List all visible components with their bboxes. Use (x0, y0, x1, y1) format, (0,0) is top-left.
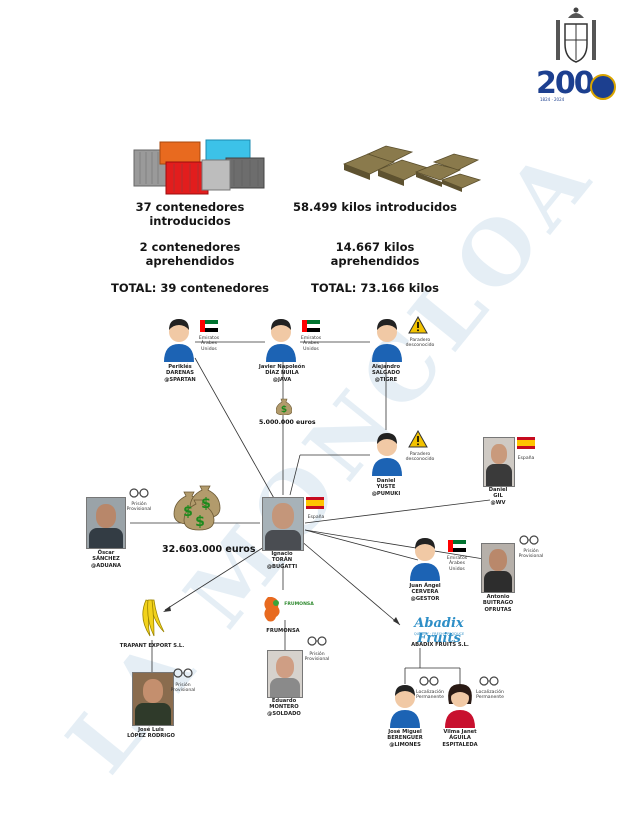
person-label: Ignacio TORÁN @BUGATTI (266, 551, 298, 570)
company-label: FRUMONSA (266, 628, 300, 634)
handcuffs-icon (419, 676, 439, 686)
person-photo (86, 497, 126, 549)
status-tag: Prisión Provisional (170, 683, 196, 694)
anniversary-seal-icon (590, 74, 616, 100)
money-bags-icon: $$$ (173, 485, 221, 531)
amount-label: 32.603.000 euros (162, 544, 256, 555)
location-tag: España (307, 515, 325, 520)
frumonsa-logo-icon (264, 597, 280, 622)
status-tag: Prisión Provisional (304, 652, 330, 663)
person-label: Alejandro SALGADO @TIGRE (371, 364, 401, 383)
person-icon (266, 319, 296, 362)
person-icon (164, 319, 194, 362)
status-tag: Prisión Provisional (126, 502, 152, 513)
person-label: Juan Ángel CERVERA @GESTOR (409, 583, 441, 602)
spain-flag-icon (306, 497, 324, 509)
kilos-seized: 14.667 kilos aprehendidos (330, 240, 420, 268)
svg-text:$: $ (201, 496, 211, 512)
company-label: ABADIX FRUITS S.L. (411, 642, 469, 648)
handcuffs-icon (173, 668, 193, 678)
person-label: José Miguel BERENGUER @LIMONES (387, 729, 423, 748)
status-tag: Localización Permanente (416, 690, 444, 701)
person-icon (372, 319, 402, 362)
warning-icon (408, 430, 428, 448)
anniversary-logo: 200 1824 · 2024 (536, 66, 616, 106)
person-label: Javier Napoleón DÍAZ NUILA @JAVA (258, 364, 306, 383)
anniversary-number: 200 (536, 66, 595, 101)
uae-flag-icon (302, 320, 320, 332)
person-label: Vilma Janet ÁGUILA ESPITALEDA (442, 729, 478, 748)
person-label: José Luis LÓPEZ RODRIGO (127, 727, 175, 740)
handcuffs-icon (479, 676, 499, 686)
status-tag: Paradero desconocido (405, 452, 435, 463)
status-tag: Paradero desconocido (405, 338, 435, 349)
containers-total: TOTAL: 39 contenedores (110, 281, 270, 295)
person-label: Óscar SÁNCHEZ @ADUANA (91, 550, 121, 569)
location-tag: España (517, 456, 535, 461)
svg-text:$: $ (183, 504, 193, 520)
location-tag: Emiratos Árabes Unidos (300, 336, 322, 352)
containers-icon (133, 139, 265, 195)
drug-packages-icon (342, 145, 482, 192)
person-photo (262, 497, 304, 551)
person-icon (372, 433, 402, 476)
location-tag: Emiratos Árabes Unidos (446, 556, 468, 572)
person-photo (267, 650, 303, 698)
person-label: Periklés DARENAS @SPARTAN (164, 364, 196, 383)
uae-flag-icon (448, 540, 466, 552)
containers-seized: 2 contenedores aprehendidos (139, 240, 241, 268)
handcuffs-icon (129, 488, 149, 498)
person-photo (481, 543, 515, 593)
warning-icon (408, 316, 428, 334)
person-label: Eduardo MONTERO @SOLDADO (267, 698, 301, 717)
person-icon (390, 685, 420, 728)
location-tag: Emiratos Árabes Unidos (198, 336, 220, 352)
svg-text:$: $ (195, 514, 205, 530)
person-label: Daniel YUSTE @PUMUKI (371, 478, 401, 497)
abadix-logo: Abadix Fruits (414, 616, 464, 646)
svg-text:$: $ (281, 405, 287, 415)
handcuffs-icon (519, 535, 539, 545)
person-female-icon (445, 684, 475, 728)
handcuffs-icon (307, 636, 327, 646)
company-label: TRAPANT EXPORT S.L. (119, 643, 185, 649)
kilos-total: TOTAL: 73.166 kilos (310, 281, 440, 295)
person-icon (410, 538, 440, 581)
status-tag: Prisión Provisional (518, 549, 544, 560)
person-label: Daniel GIL @WV (488, 487, 508, 506)
person-photo (132, 672, 174, 726)
coat-of-arms-icon (556, 7, 596, 63)
person-photo (483, 437, 515, 487)
containers-introduced: 37 contenedores introducidos (135, 200, 245, 228)
money-bag-icon: $ (276, 398, 292, 415)
uae-flag-icon (200, 320, 218, 332)
bananas-icon (142, 599, 165, 637)
frumonsa-logo-text: FRUMONSA (284, 602, 314, 607)
amount-label: 5.000.000 euros (259, 419, 316, 426)
anniversary-years: 1824 · 2024 (540, 97, 565, 102)
spain-flag-icon (517, 437, 535, 449)
abadix-tagline: QUALITY · FRESH · PRODUCE (413, 632, 465, 636)
kilos-introduced: 58.499 kilos introducidos (292, 200, 457, 214)
status-tag: Localización Permanente (476, 690, 504, 701)
person-label: Antonio BUITRAGO OFRUTAS (482, 594, 514, 613)
